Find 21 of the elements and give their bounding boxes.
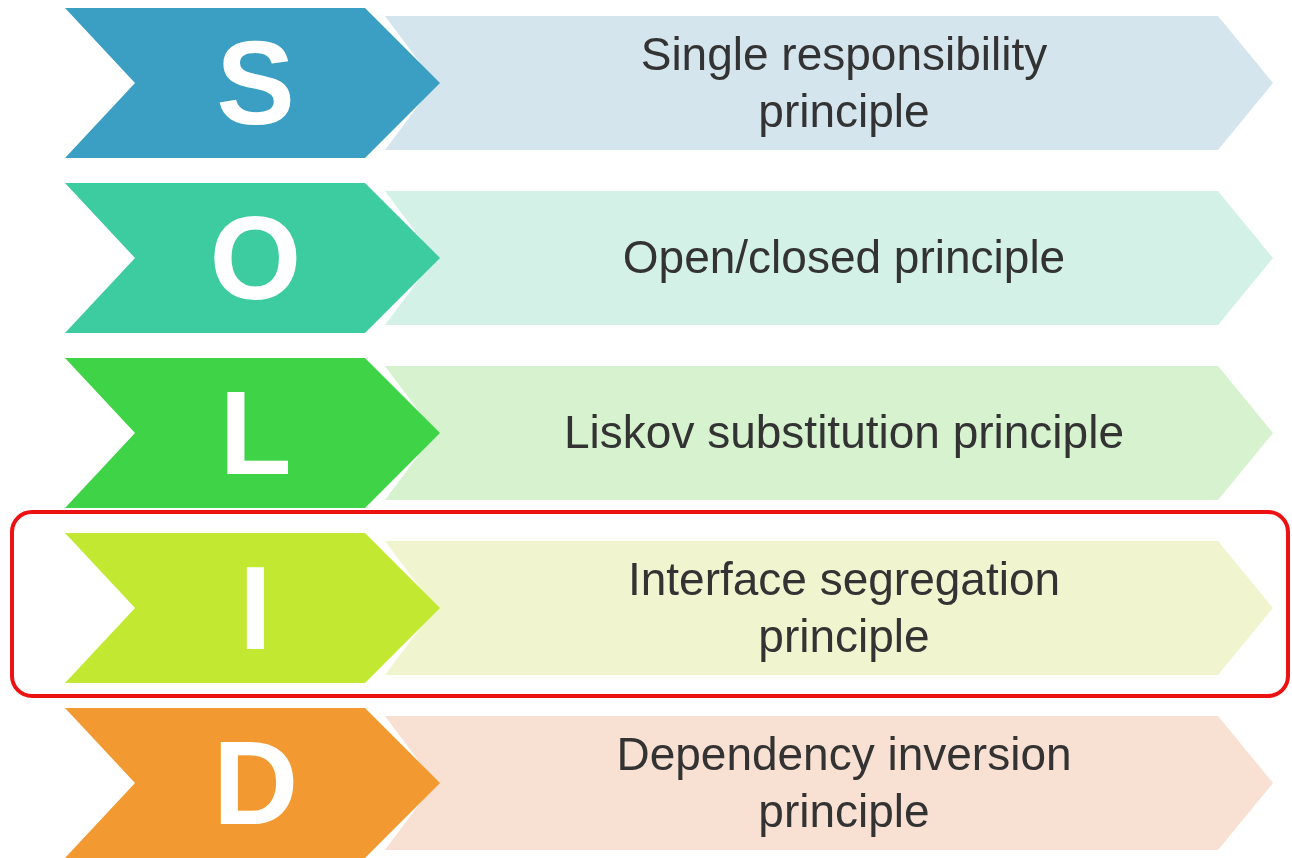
principle-banner bbox=[385, 541, 1273, 675]
letter: O bbox=[209, 199, 302, 317]
principle-label: Liskov substitution principle bbox=[564, 405, 1124, 461]
letter-tab bbox=[65, 358, 440, 508]
highlight-frame bbox=[10, 510, 1290, 698]
principle-banner bbox=[385, 366, 1273, 500]
principle-banner bbox=[385, 16, 1273, 150]
letter: L bbox=[219, 374, 292, 492]
letter-tab bbox=[65, 8, 440, 158]
letter: D bbox=[212, 724, 299, 842]
letter: I bbox=[239, 549, 272, 667]
letter-tab bbox=[65, 533, 440, 683]
letter: S bbox=[216, 24, 295, 142]
letter-tab bbox=[65, 708, 440, 858]
principle-banner bbox=[385, 191, 1273, 325]
principle-label: Interface segregation principle bbox=[626, 551, 1062, 664]
principle-label: Dependency inversion principle bbox=[615, 726, 1073, 839]
principle-banner bbox=[385, 716, 1273, 850]
principle-label: Open/closed principle bbox=[622, 230, 1066, 286]
letter-tab bbox=[65, 183, 440, 333]
principle-label: Single responsibility principle bbox=[639, 26, 1049, 139]
